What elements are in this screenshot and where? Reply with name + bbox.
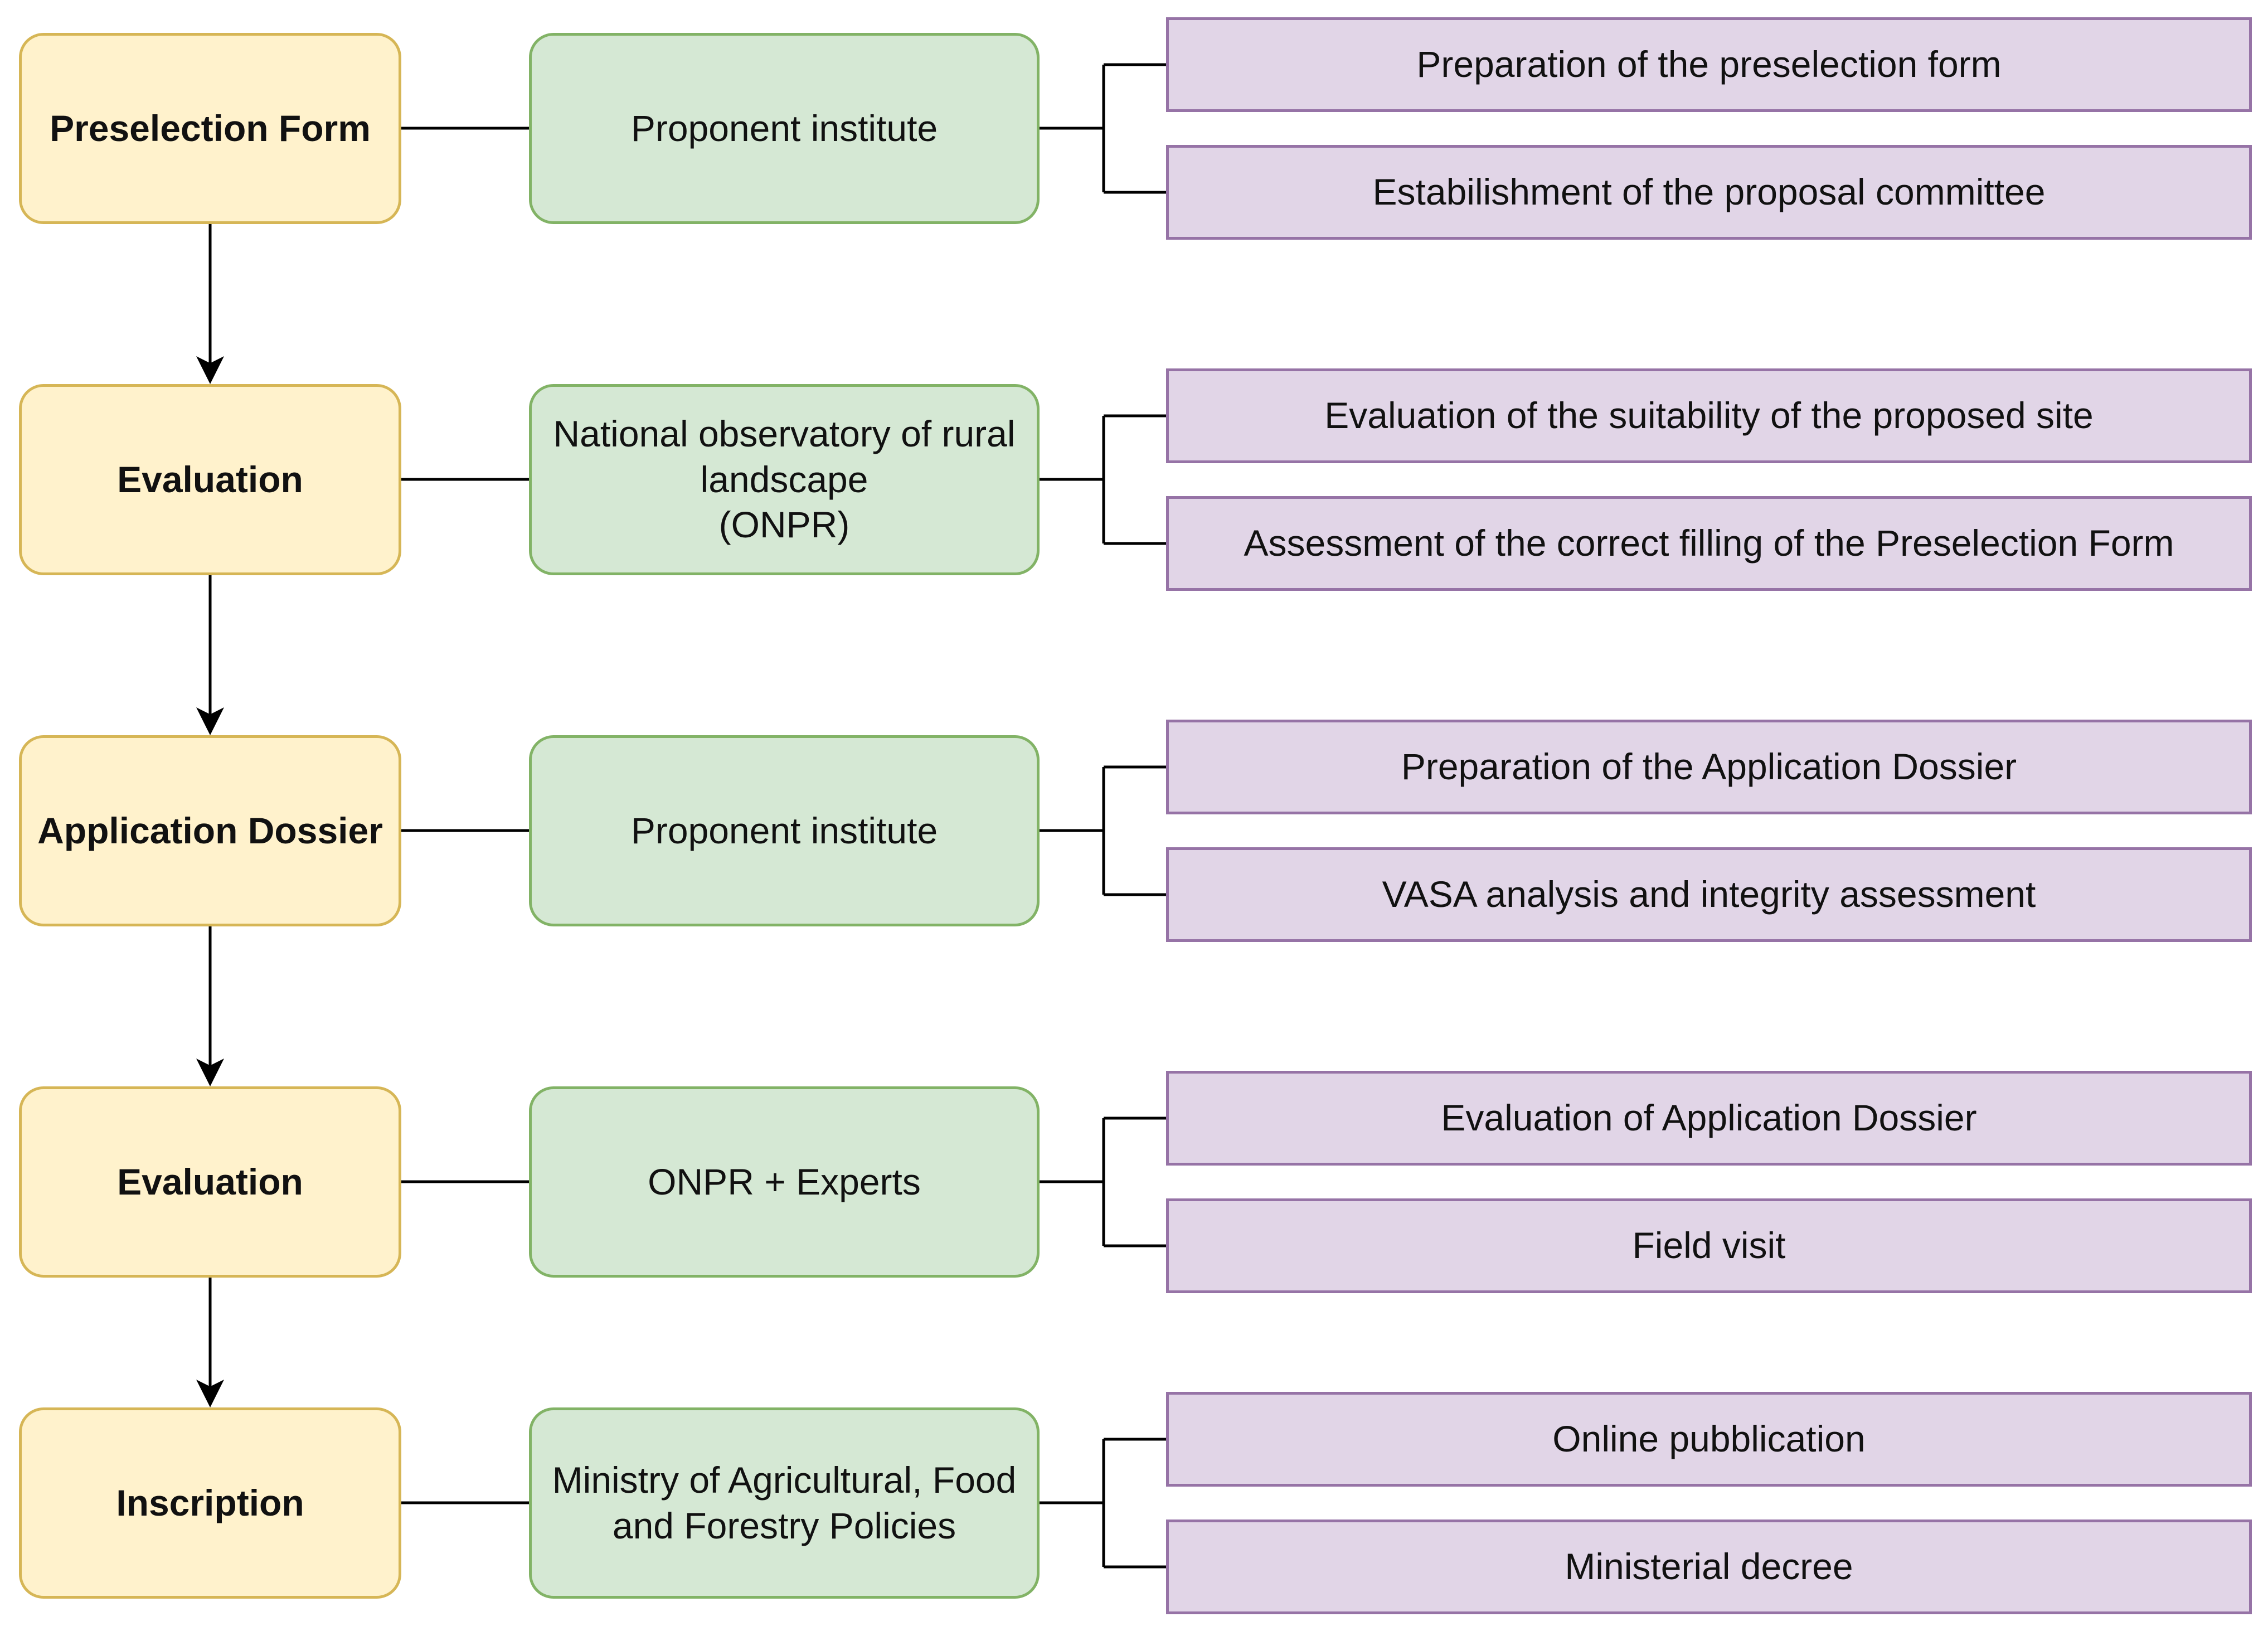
actor-task-bracket-1 [1040,63,1166,194]
actor-label: National observatory of rural landscape … [553,411,1015,548]
actor-task-bracket-3 [1040,765,1166,896]
task-box-ministerial-decree: Ministerial decree [1166,1520,2252,1614]
task-box-dossier-preparation: Preparation of the Application Dossier [1166,720,2252,814]
actor-box-ministry: Ministry of Agricultural, Food and Fores… [529,1407,1040,1599]
stage-label: Application Dossier [37,809,383,851]
stage-label: Preselection Form [50,107,371,149]
actor-box-proponent-institute: Proponent institute [529,33,1040,224]
task-box-site-suitability: Evaluation of the suitability of the pro… [1166,368,2252,463]
task-label: Evaluation of the suitability of the pro… [1324,395,2094,436]
actor-task-bracket-2 [1040,414,1166,545]
actor-box-proponent-institute: Proponent institute [529,735,1040,926]
stage-box-preselection-form: Preselection Form [19,33,401,224]
stage-box-inscription: Inscription [19,1407,401,1599]
actor-label: Proponent institute [630,107,938,149]
task-label: Field visit [1632,1225,1786,1266]
stage-label: Evaluation [117,458,303,500]
task-label: VASA analysis and integrity assessment [1382,873,2036,915]
actor-box-onpr: National observatory of rural landscape … [529,384,1040,575]
actor-label-line-2: and Forestry Policies [612,1504,956,1546]
actor-label: Ministry of Agricultural, Food and Fores… [552,1458,1017,1549]
actor-task-bracket-4 [1040,1116,1166,1247]
stage-label: Inscription [116,1482,304,1523]
task-label: Evaluation of Application Dossier [1441,1097,1977,1139]
task-label: Online pubblication [1552,1418,1866,1460]
actor-label: ONPR + Experts [648,1161,921,1202]
task-box-field-visit: Field visit [1166,1198,2252,1293]
task-box-online-publication: Online pubblication [1166,1392,2252,1487]
stage-box-evaluation-2: Evaluation [19,1086,401,1278]
actor-label-line-2: landscape [700,458,868,500]
actor-label: Proponent institute [630,809,938,851]
task-box-proposal-committee: Estabilishment of the proposal committee [1166,145,2252,240]
actor-label-line-3: (ONPR) [718,504,850,546]
stage-label: Evaluation [117,1161,303,1202]
actor-label-line-1: Ministry of Agricultural, Food [552,1459,1017,1501]
actor-box-onpr-experts: ONPR + Experts [529,1086,1040,1278]
task-label: Ministerial decree [1565,1546,1853,1588]
actor-task-bracket-5 [1040,1438,1166,1569]
stage-box-application-dossier: Application Dossier [19,735,401,926]
task-box-vasa-analysis: VASA analysis and integrity assessment [1166,847,2252,942]
task-box-dossier-evaluation: Evaluation of Application Dossier [1166,1071,2252,1166]
stage-box-evaluation-1: Evaluation [19,384,401,575]
task-label: Estabilishment of the proposal committee [1372,171,2046,213]
task-label: Preparation of the Application Dossier [1401,746,2017,788]
task-box-form-filling-assessment: Assessment of the correct filling of the… [1166,496,2252,591]
task-label: Preparation of the preselection form [1416,43,2002,85]
actor-label-line-1: National observatory of rural [553,412,1016,454]
task-box-preparation-preselection-form: Preparation of the preselection form [1166,17,2252,112]
task-label: Assessment of the correct filling of the… [1244,522,2174,564]
